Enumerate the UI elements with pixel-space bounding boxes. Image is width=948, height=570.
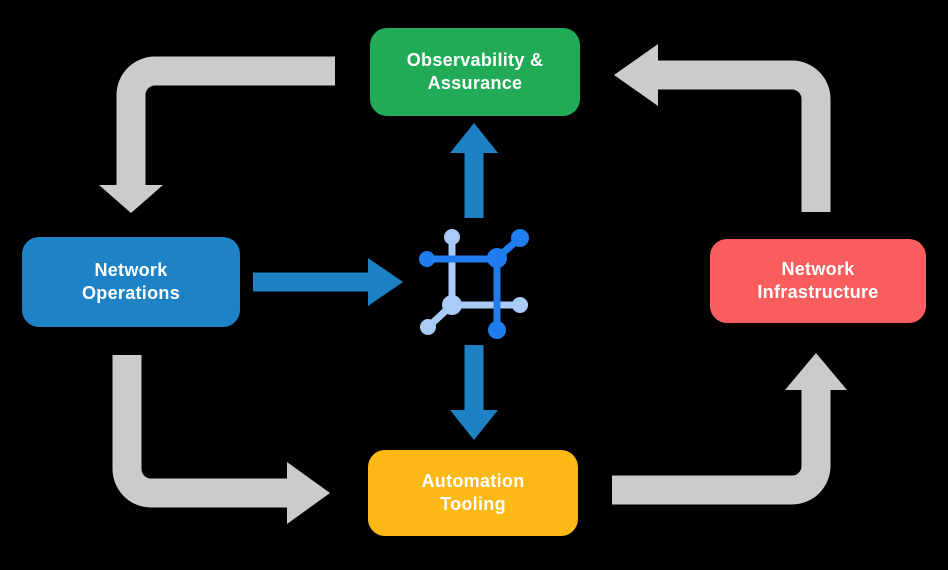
- arrow-shaft: [112, 355, 288, 508]
- node-label-line: Observability &: [406, 50, 544, 70]
- arrow-head: [99, 185, 163, 213]
- node-network-operations: Network Operations: [22, 237, 240, 327]
- arrow-shaft: [657, 60, 831, 212]
- node-label-line: Infrastructure: [757, 282, 879, 302]
- node-label-line: Operations: [81, 283, 181, 303]
- arrow-head: [287, 462, 330, 524]
- icon-node-dot: [511, 229, 529, 247]
- arrow-shaft: [612, 389, 831, 505]
- icon-node-junction: [442, 295, 462, 315]
- node-observability-assurance: Observability & Assurance: [370, 28, 580, 116]
- icon-node-dot: [512, 297, 528, 313]
- icon-node-dot: [488, 321, 506, 339]
- network-node-icon: [419, 229, 529, 339]
- icon-node-junction: [487, 248, 507, 268]
- arrow-head: [450, 123, 498, 153]
- arrow-observability-to-operations: [99, 56, 335, 213]
- node-label-line: Network: [781, 259, 855, 279]
- arrow-head: [614, 44, 658, 106]
- arrow-center-to-observability: [450, 123, 498, 218]
- icon-node-dot: [420, 319, 436, 335]
- node-network-infrastructure: Network Infrastructure: [710, 239, 926, 323]
- arrow-head: [368, 258, 403, 306]
- arrow-operations-to-center: [253, 258, 403, 306]
- icon-node-dot: [444, 229, 460, 245]
- arrow-head: [450, 410, 498, 440]
- arrow-tooling-to-infrastructure: [612, 353, 847, 505]
- node-automation-tooling: Automation Tooling: [368, 450, 578, 536]
- arrow-shaft: [116, 56, 335, 186]
- arrow-infrastructure-to-observability: [614, 44, 831, 212]
- node-label-line: Tooling: [440, 494, 506, 514]
- arrow-head: [785, 353, 847, 390]
- arrow-operations-to-tooling: [112, 355, 330, 524]
- node-label-line: Automation: [421, 471, 525, 491]
- arrow-center-to-tooling: [450, 345, 498, 440]
- node-label-line: Assurance: [427, 73, 523, 93]
- node-label-line: Network: [94, 260, 168, 280]
- icon-node-dot: [419, 251, 435, 267]
